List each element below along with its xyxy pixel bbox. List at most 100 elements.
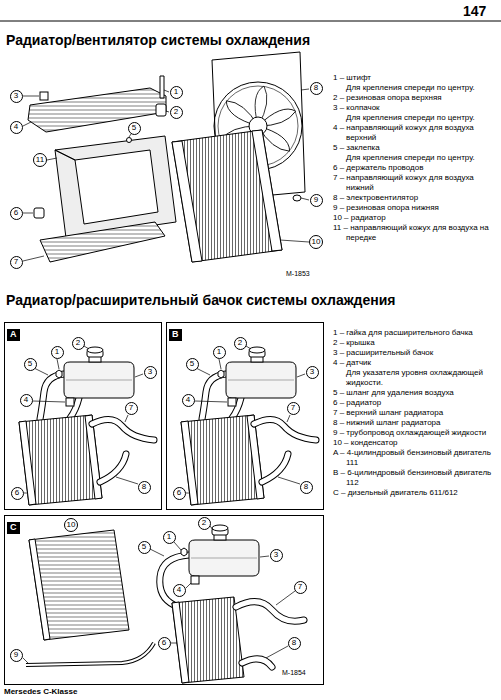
key-item: 8 – нижний шланг радиатора bbox=[333, 418, 497, 428]
key-item: C – дизельный двигатель 611/612 bbox=[333, 488, 497, 498]
callout-circle: 5 bbox=[24, 358, 37, 371]
line-art bbox=[19, 346, 154, 505]
key-item: 6 – радиатор bbox=[333, 398, 497, 408]
line-art bbox=[29, 530, 129, 640]
callout-number: 2 bbox=[238, 339, 242, 347]
callout-circle: 6 bbox=[173, 487, 186, 500]
key-note: Для крепления спереди по центру. bbox=[333, 83, 497, 93]
key-item: B – 6-цилиндровый бензиновый двигатель 1… bbox=[333, 468, 497, 488]
callout-circle: 5 bbox=[128, 122, 141, 135]
callout-circle: 1 bbox=[163, 531, 176, 544]
line-art bbox=[40, 92, 48, 100]
callout-circle: 2 bbox=[72, 337, 85, 350]
callout-number: 7 bbox=[129, 404, 133, 412]
variant-panel: A12345678 bbox=[4, 322, 162, 510]
callout-number: 9 bbox=[14, 651, 18, 659]
line-art bbox=[26, 643, 154, 665]
callout-number: 8 bbox=[142, 483, 146, 491]
callout-circle: 7 bbox=[294, 581, 307, 594]
callout-circle: 4 bbox=[182, 394, 195, 407]
line-art bbox=[181, 525, 259, 584]
line-art bbox=[26, 643, 154, 665]
callout-circle: 1 bbox=[170, 86, 183, 99]
section-heading: Радиатор/расширительный бачок системы ох… bbox=[6, 292, 396, 308]
footer-text: Mersedes C-Klasse bbox=[4, 687, 77, 696]
line-art bbox=[160, 555, 189, 605]
line-art bbox=[28, 88, 166, 132]
key-item: 11 – направляющий кожух для воздуха на п… bbox=[333, 223, 497, 243]
key-item: 10 – конденсатор bbox=[333, 438, 497, 448]
key-item: 6 – держатель проводов bbox=[333, 163, 497, 173]
line-art bbox=[55, 136, 176, 238]
line-art bbox=[236, 602, 304, 622]
callout-number: 4 bbox=[14, 123, 18, 131]
callout-circle: 1 bbox=[213, 346, 226, 359]
callout-number: 7 bbox=[14, 258, 18, 266]
key-note: Для крепления спереди по центру. bbox=[333, 153, 497, 163]
line-art bbox=[156, 104, 166, 116]
callout-circle: 3 bbox=[10, 90, 23, 103]
key-item: 3 – колпачок bbox=[333, 103, 497, 113]
callout-circle: 2 bbox=[234, 337, 247, 350]
callout-circle: 1 bbox=[51, 346, 64, 359]
figure-code: M-1853 bbox=[286, 270, 310, 277]
line-art bbox=[252, 130, 282, 251]
callout-circle: 10 bbox=[309, 235, 323, 249]
callout-circle: 7 bbox=[10, 256, 23, 269]
callout-number: 5 bbox=[28, 360, 32, 368]
key-item: 5 – заклепка bbox=[333, 143, 497, 153]
callout-circle: 2 bbox=[198, 517, 211, 530]
callout-number: 5 bbox=[132, 124, 136, 132]
line-art bbox=[172, 602, 189, 683]
key-item: 3 – расширительный бачок bbox=[333, 348, 497, 358]
line-art bbox=[160, 555, 189, 605]
key-item: 4 – направляющий кожух для воздуха верхн… bbox=[333, 123, 497, 143]
panel-c-illustration bbox=[23, 525, 304, 683]
line-art bbox=[293, 195, 301, 201]
callout-number: 1 bbox=[55, 348, 59, 356]
callout-circle: 8 bbox=[138, 481, 151, 494]
line-art bbox=[236, 602, 304, 622]
callout-number: 4 bbox=[177, 586, 181, 594]
page-rule bbox=[0, 21, 501, 22]
callout-number: 2 bbox=[202, 519, 206, 527]
key-item: 10 – радиатор bbox=[333, 213, 497, 223]
line-art bbox=[160, 76, 164, 98]
callout-number: 11 bbox=[36, 156, 44, 164]
callout-number: 6 bbox=[177, 489, 181, 497]
variant-panel: B 1 2 3 4 5 6 7 8 bbox=[166, 322, 324, 510]
line-art bbox=[0, 21, 501, 22]
key-note: Для указателя уровня охлаждающей жидкост… bbox=[333, 368, 497, 388]
variant-panel: C12345678910 bbox=[4, 515, 324, 685]
callout-circle: 7 bbox=[287, 402, 300, 415]
panel-b-illustration bbox=[181, 346, 316, 505]
key-item: 9 – трубопровод охлаждающей жидкости bbox=[333, 428, 497, 438]
callout-number: 7 bbox=[291, 404, 295, 412]
callout-number: 2 bbox=[76, 339, 80, 347]
key-item: 2 – резиновая опора верхняя bbox=[333, 93, 497, 103]
callout-number: 10 bbox=[67, 521, 76, 529]
callout-circle: 9 bbox=[310, 194, 323, 207]
panel-letter: A bbox=[7, 329, 20, 341]
callout-number: 5 bbox=[190, 360, 194, 368]
line-art bbox=[242, 659, 272, 667]
line-art bbox=[172, 130, 282, 262]
callout-number: 3 bbox=[310, 368, 314, 376]
parts-key-list: 1 – штифтДля крепления спереди по центру… bbox=[333, 73, 497, 243]
callout-number: 6 bbox=[162, 639, 166, 647]
callout-number: 1 bbox=[217, 348, 221, 356]
callout-circle: 3 bbox=[270, 549, 283, 562]
callout-number: 9 bbox=[314, 196, 318, 204]
callout-number: 8 bbox=[314, 84, 318, 92]
callout-circle: 10 bbox=[64, 518, 78, 532]
callout-number: 7 bbox=[298, 583, 302, 591]
line-art bbox=[23, 526, 295, 663]
key-item: A – 4-цилиндровый бензиновый двигатель 1… bbox=[333, 448, 497, 468]
panel-letter: B bbox=[169, 329, 182, 341]
callout-number: 4 bbox=[24, 396, 28, 404]
callout-circle: 6 bbox=[11, 487, 24, 500]
callout-circle: 8 bbox=[310, 82, 323, 95]
callout-circle: 5 bbox=[186, 358, 199, 371]
callout-circle: 8 bbox=[300, 481, 313, 494]
callout-circle: 2 bbox=[170, 106, 183, 119]
